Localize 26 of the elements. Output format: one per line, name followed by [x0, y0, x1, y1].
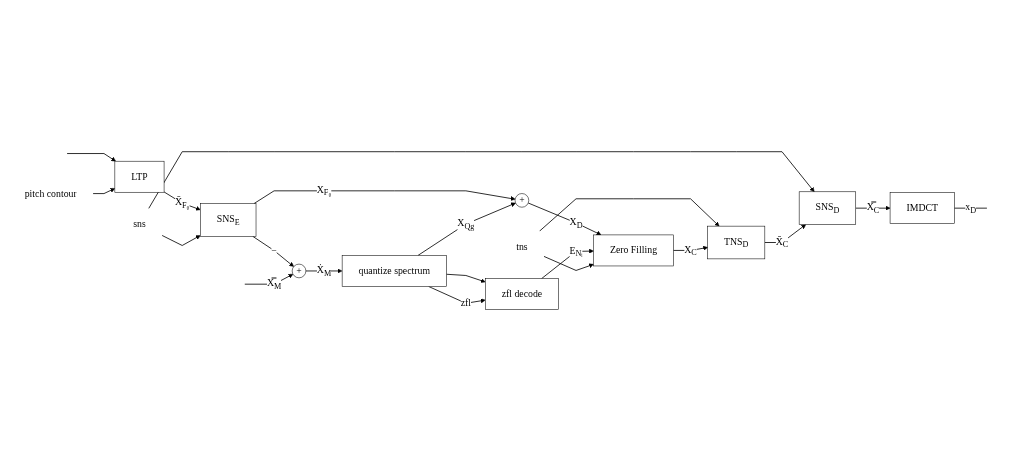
node-box: zfl decode [485, 278, 559, 310]
node-box: IMDCT [889, 192, 955, 224]
edge-label: E$_{Nᵢ}$ [569, 244, 583, 258]
node-box: LTP [114, 160, 165, 193]
node-circle: + [514, 193, 530, 208]
edge-label: Ẋ$_{M}$ [316, 264, 332, 278]
edge-label: zfl [460, 297, 472, 309]
edge-label: X$_{F₀}$ [316, 184, 332, 198]
edge-label: X$_{D}$ [569, 216, 583, 230]
node-box: SNS$_{D}$ [798, 191, 856, 225]
node-box: SNS$_{E}$ [200, 203, 257, 237]
edge-label: X̄$_{C}$ [775, 235, 789, 249]
edge-label: X̿$_{M}$ [266, 277, 282, 291]
node-circle: + [291, 263, 307, 279]
edge-label: X̿$_{C}$ [866, 201, 880, 215]
node-text: pitch contour [24, 187, 77, 199]
node-text: sns [133, 218, 146, 230]
edge-label: X̄$_{F₀}$ [174, 196, 190, 210]
edge-label: x$_{D}$ [965, 201, 977, 215]
node-box: quantize spectrum [341, 255, 447, 287]
edge-label: X$_{C}$ [684, 243, 697, 257]
node-box: Zero Filling [593, 234, 674, 267]
edge-label: X$_{Qg}$ [457, 217, 475, 231]
node-box: TNS$_{D}$ [707, 225, 766, 260]
edge-label: − [271, 244, 277, 256]
node-text: tns [516, 241, 528, 252]
